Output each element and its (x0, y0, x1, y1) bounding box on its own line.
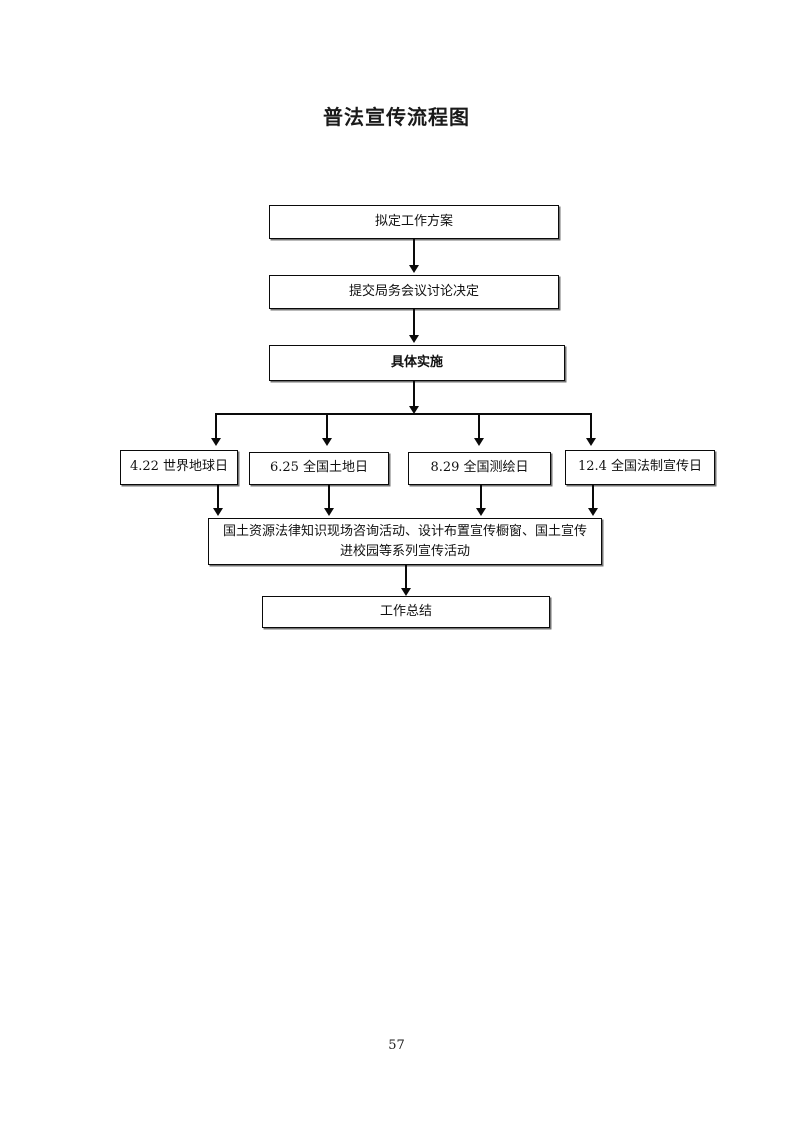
arrowhead-implement-to-branch (409, 406, 419, 414)
connector-plan-to-review (413, 239, 415, 267)
connector-activities-to-summary (405, 565, 407, 590)
branch-drop-earth (215, 413, 217, 441)
arrowhead-branch-survey (474, 438, 484, 446)
branch-drop-law (590, 413, 592, 441)
arrowhead-branch-earth (211, 438, 221, 446)
arrowhead-land-to-activities (324, 508, 334, 516)
flow-node-implement[interactable]: 具体实施 (269, 345, 565, 381)
arrowhead-review-to-implement (409, 335, 419, 343)
connector-implement-to-branch (413, 381, 415, 411)
flow-node-activities[interactable]: 国土资源法律知识现场咨询活动、设计布置宣传橱窗、国土宣传进校园等系列宣传活动 (208, 518, 602, 565)
connector-survey-to-activities (480, 485, 482, 511)
arrowhead-survey-to-activities (476, 508, 486, 516)
branch-distribution-bar (215, 413, 591, 415)
arrowhead-branch-land (322, 438, 332, 446)
page-title: 普法宣传流程图 (323, 105, 470, 129)
arrowhead-earth-to-activities (213, 508, 223, 516)
connector-law-to-activities (592, 485, 594, 511)
arrowhead-law-to-activities (588, 508, 598, 516)
flow-node-day-law[interactable]: 12.4 全国法制宣传日 (565, 450, 715, 485)
branch-drop-survey (478, 413, 480, 441)
flow-node-day-survey[interactable]: 8.29 全国测绘日 (408, 452, 551, 485)
flow-node-summary[interactable]: 工作总结 (262, 596, 550, 628)
page-number: 57 (388, 1038, 405, 1053)
branch-drop-land (326, 413, 328, 441)
connector-earth-to-activities (217, 485, 219, 511)
connector-land-to-activities (328, 485, 330, 511)
arrowhead-branch-law (586, 438, 596, 446)
arrowhead-plan-to-review (409, 265, 419, 273)
flow-node-day-land[interactable]: 6.25 全国土地日 (249, 452, 389, 485)
connector-review-to-implement (413, 309, 415, 337)
flow-node-plan[interactable]: 拟定工作方案 (269, 205, 559, 239)
flow-node-day-earth[interactable]: 4.22 世界地球日 (120, 450, 238, 485)
flow-node-review[interactable]: 提交局务会议讨论决定 (269, 275, 559, 309)
arrowhead-activities-to-summary (401, 588, 411, 596)
